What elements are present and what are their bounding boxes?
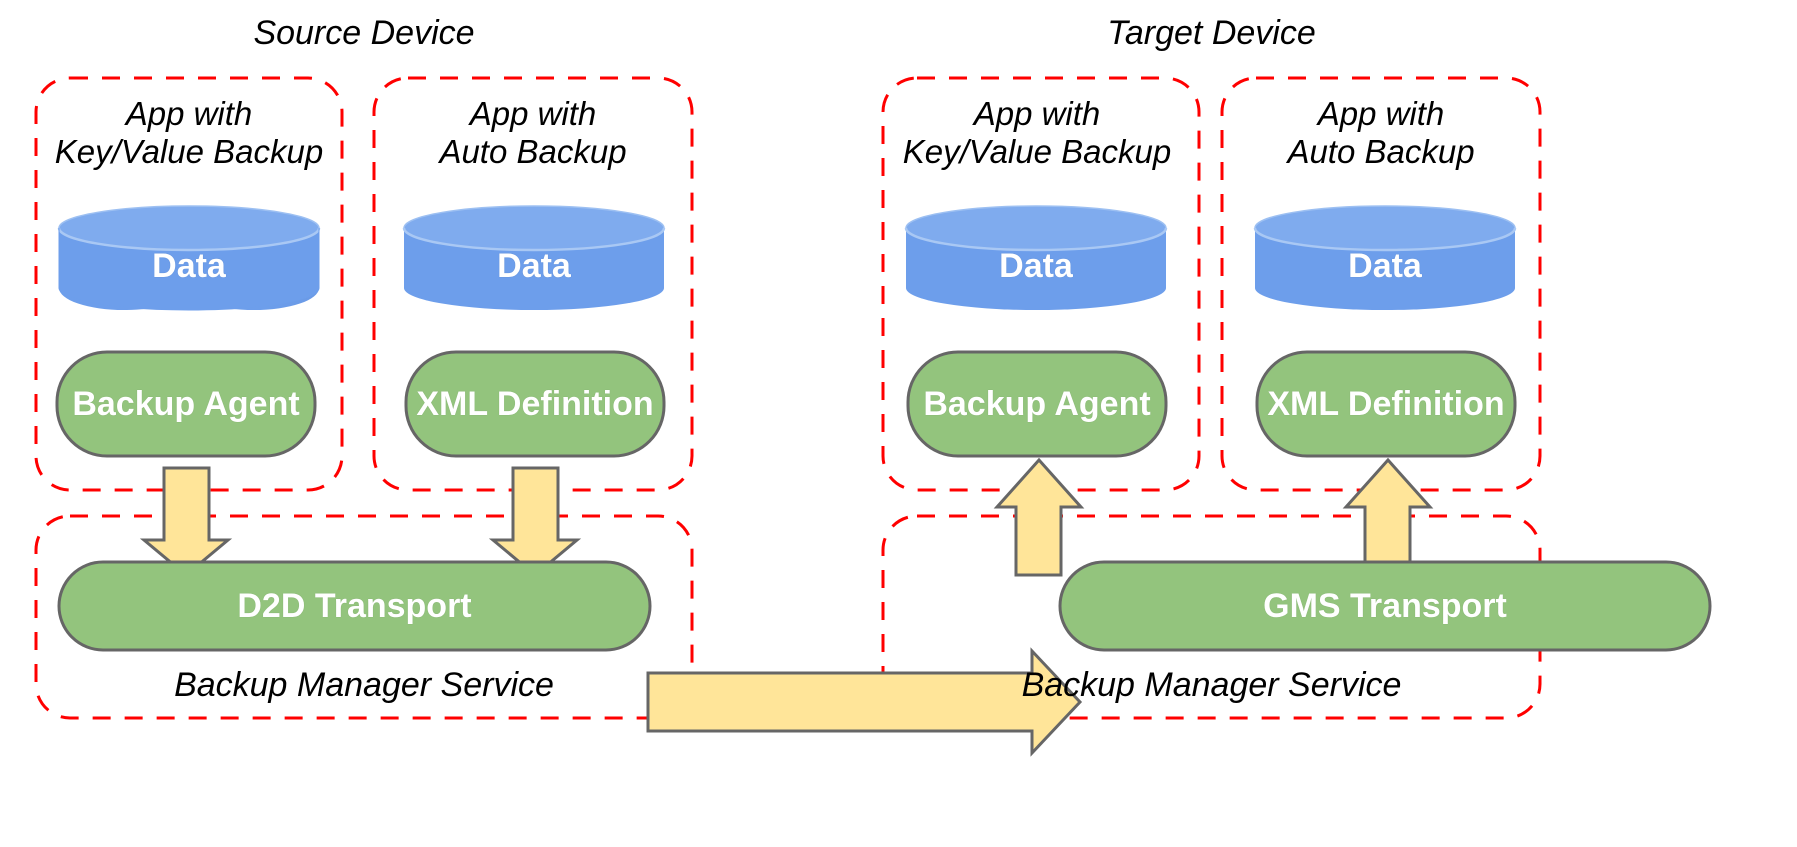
flow-arrow-source-kv-down <box>139 466 233 577</box>
component-pill-source-auto <box>404 350 666 458</box>
component-pill-source-kv <box>55 350 317 458</box>
device-title-target: Target Device <box>1107 14 1316 52</box>
service-label-source: Backup Manager Service <box>174 666 554 704</box>
device-title-source: Source Device <box>253 14 475 52</box>
service-boundary-source <box>34 514 694 720</box>
flow-arrow-source-auto-down <box>488 466 582 577</box>
data-cylinder-target-kv <box>904 205 1168 310</box>
app-title-source-kv: App with Key/Value Backup <box>54 95 324 170</box>
data-cylinder-source-auto <box>402 205 666 310</box>
data-cylinder-target-auto <box>1253 205 1517 310</box>
transport-pill-gms <box>1058 560 1712 652</box>
component-pill-target-kv <box>906 350 1168 458</box>
app-title-source-auto: App with Auto Backup <box>439 95 627 170</box>
flow-arrow-target-kv-up <box>993 457 1085 577</box>
flow-arrow-d2d-to-gms <box>646 647 1083 757</box>
component-pill-target-auto <box>1255 350 1517 458</box>
flow-arrow-target-auto-up <box>1342 457 1434 577</box>
transport-pill-d2d <box>57 560 652 652</box>
service-label-target: Backup Manager Service <box>1021 666 1402 704</box>
app-title-target-auto: App with Auto Backup <box>1287 95 1475 170</box>
data-cylinder-source-kv <box>57 205 321 311</box>
app-title-target-kv: App with Key/Value Backup <box>902 95 1172 170</box>
